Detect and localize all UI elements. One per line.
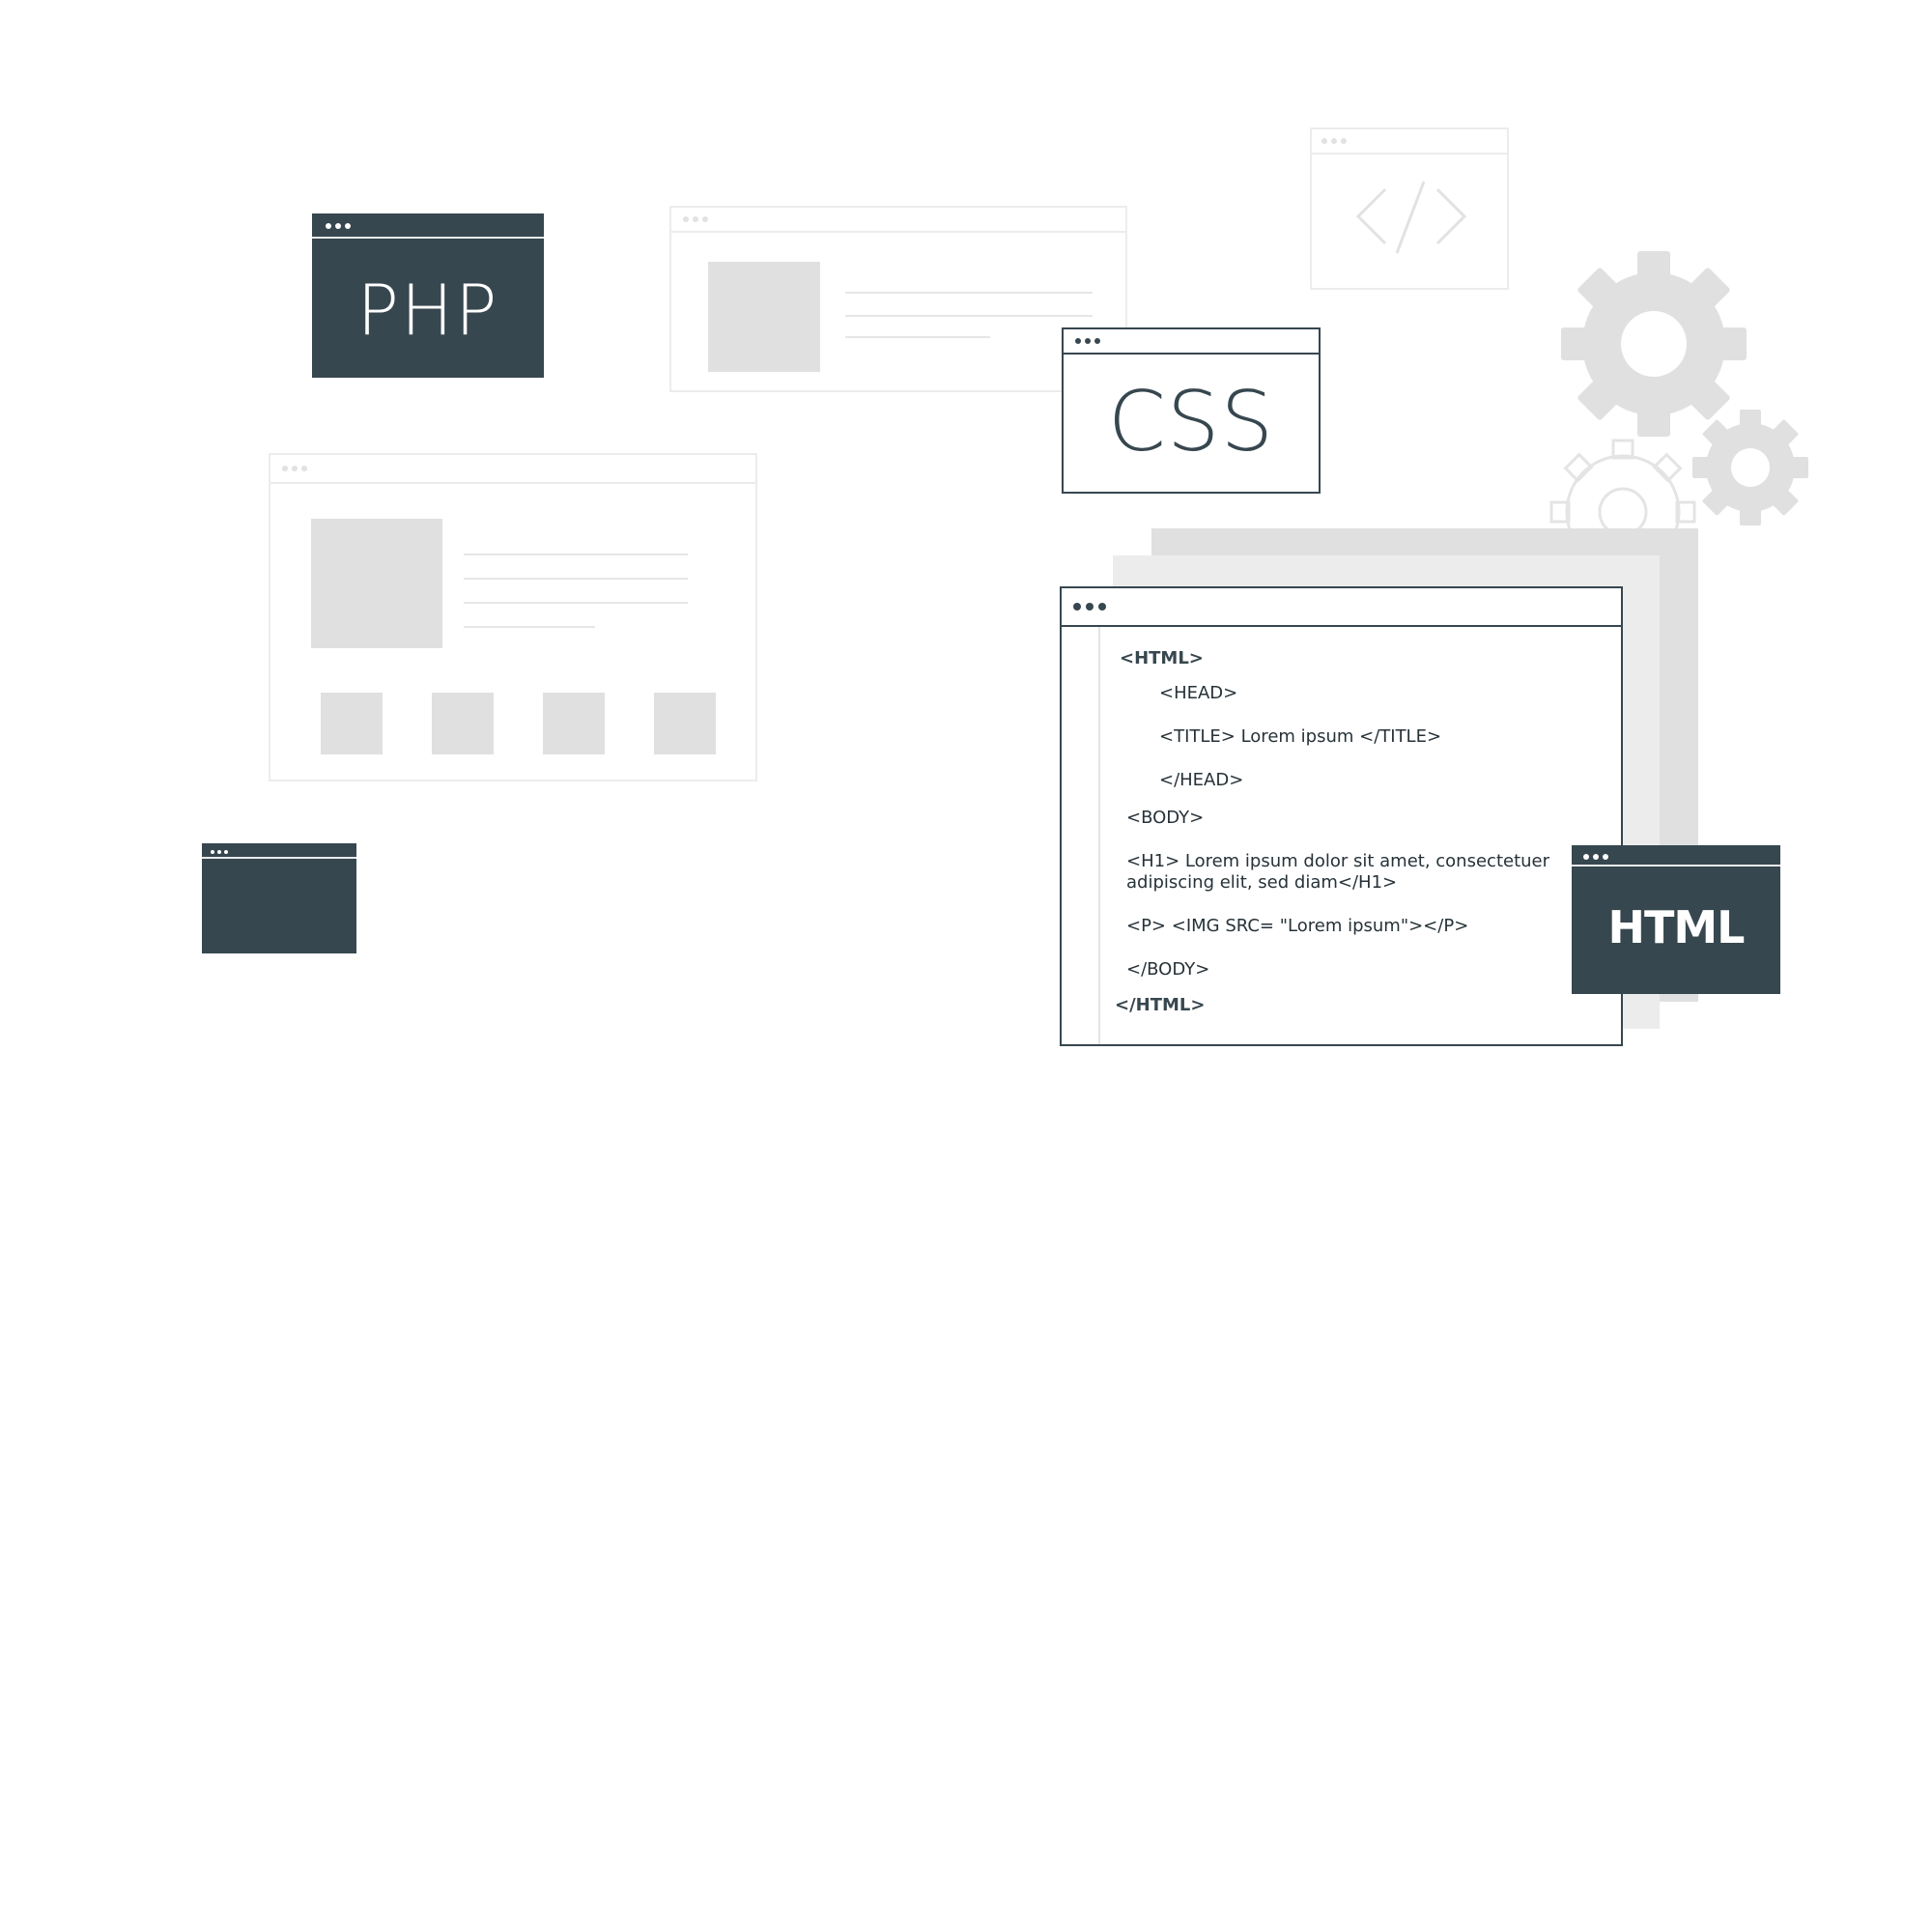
text-line-placeholder [845, 315, 1093, 317]
thumbnail-placeholder [432, 693, 494, 754]
text-line-placeholder [464, 554, 688, 555]
code-editor-titlebar [1062, 588, 1621, 627]
code-brackets-icon [1355, 181, 1467, 254]
window-dots-icon [282, 466, 307, 471]
code-gutter [1098, 627, 1100, 1044]
window-dots-icon [326, 223, 351, 229]
small-window-titlebar [202, 843, 356, 859]
gear-icon [1561, 251, 1747, 437]
code-line-h1-cont: adipiscing elit, sed diam</H1> [1126, 872, 1398, 893]
php-window-titlebar [312, 213, 544, 239]
window-dots-icon [1583, 854, 1608, 860]
wireframe-window-top [669, 206, 1127, 392]
code-line-h1: <H1> Lorem ipsum dolor sit amet, consect… [1126, 851, 1550, 871]
image-placeholder [311, 519, 442, 648]
code-line-head-open: <HEAD> [1159, 683, 1238, 703]
window-dots-icon [683, 216, 708, 222]
code-line-title: <TITLE> Lorem ipsum </TITLE> [1159, 726, 1442, 747]
thumbnail-placeholder [654, 693, 716, 754]
window-dots-icon [1321, 138, 1347, 144]
code-editor-window: <HTML> <HEAD> <TITLE> Lorem ipsum </TITL… [1060, 586, 1623, 1046]
html-window: HTML [1572, 845, 1780, 994]
text-line-placeholder [845, 336, 990, 338]
code-window-titlebar [1312, 129, 1507, 155]
wireframe-titlebar [671, 208, 1125, 233]
php-window: PHP [312, 213, 544, 378]
code-window [1310, 128, 1509, 290]
css-window-titlebar [1064, 329, 1319, 355]
wireframe-titlebar [270, 455, 755, 484]
code-line-head-close: </HEAD> [1159, 770, 1244, 790]
code-line-html-close: </HTML> [1115, 995, 1206, 1015]
text-line-placeholder [845, 292, 1093, 294]
code-line-p: <P> <IMG SRC= "Lorem ipsum"></P> [1126, 916, 1469, 936]
thumbnail-placeholder [543, 693, 605, 754]
gear-icon [1692, 410, 1808, 526]
text-line-placeholder [464, 602, 688, 604]
window-dots-icon [1075, 338, 1100, 344]
gears-illustration [1549, 251, 1808, 541]
wireframe-window-large [269, 453, 757, 781]
code-line-html-open: <HTML> [1120, 648, 1204, 668]
image-placeholder [708, 262, 820, 372]
php-label: PHP [356, 270, 499, 351]
small-dark-window [202, 843, 356, 953]
html-window-titlebar [1572, 845, 1780, 867]
text-line-placeholder [464, 578, 688, 580]
code-line-body-open: <BODY> [1126, 808, 1205, 828]
window-dots-icon [1073, 603, 1106, 611]
gear-icon [1549, 439, 1696, 541]
text-line-placeholder [464, 626, 595, 628]
code-line-body-close: </BODY> [1126, 959, 1210, 980]
css-window: CSS [1062, 327, 1321, 494]
html-label: HTML [1607, 901, 1746, 953]
window-dots-icon [211, 850, 228, 854]
thumbnail-placeholder [321, 693, 383, 754]
css-label: CSS [1107, 374, 1275, 470]
